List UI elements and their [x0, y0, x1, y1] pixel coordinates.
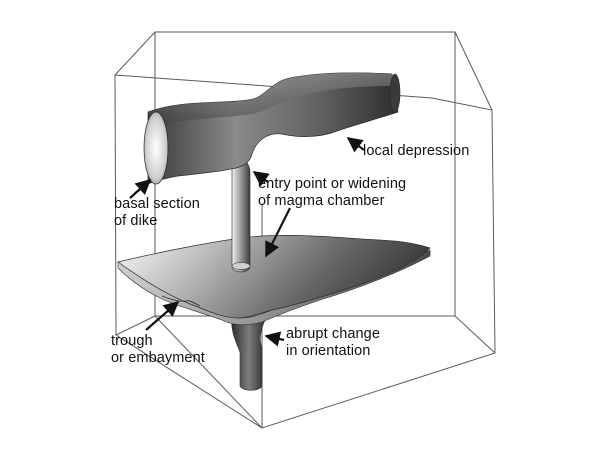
upper-dike — [143, 72, 401, 185]
label-entry-point: entry point or widening of magma chamber — [258, 176, 406, 210]
box-edge — [154, 315, 263, 429]
label-basal-section: basal section of dike — [114, 196, 200, 230]
arrow-entry-point-lower — [265, 207, 291, 258]
lower-dike — [231, 315, 267, 391]
arrow-trough — [145, 300, 180, 331]
box-edge — [454, 315, 496, 354]
label-trough-line-2: or embayment — [111, 350, 205, 366]
label-abrupt-change: abrupt change in orientation — [286, 326, 380, 360]
sill — [117, 235, 431, 326]
label-basal-section-line-2: of dike — [114, 213, 158, 229]
box-edge — [114, 31, 156, 76]
upper-dike-right-end — [389, 73, 401, 113]
feeder-stem — [231, 157, 251, 273]
sill-trough — [161, 295, 201, 307]
label-trough: trough or embayment — [111, 333, 205, 367]
arrow-entry-point-upper — [252, 171, 270, 187]
box-edge — [454, 31, 493, 111]
lower-dike-body — [231, 315, 267, 391]
arrow-basal-section — [129, 178, 152, 199]
arrow-local-depression — [346, 137, 365, 153]
label-abrupt-change-line-2: in orientation — [286, 343, 371, 359]
label-local-depression: local depression — [363, 143, 469, 160]
feeder-stem-base — [231, 262, 251, 270]
box-edge — [115, 315, 156, 336]
label-entry-point-line-1: entry point or widening — [258, 176, 407, 192]
upper-dike-top-shading — [148, 72, 394, 126]
label-entry-point-line-2: of magma chamber — [258, 193, 385, 209]
feeder-stem-body — [231, 157, 251, 273]
label-trough-line-1: trough — [111, 333, 153, 349]
label-local-depression-line-1: local depression — [363, 143, 470, 159]
arrow-abrupt-change — [264, 331, 285, 347]
label-basal-section-line-1: basal section — [114, 196, 200, 212]
leader-arrows — [129, 137, 365, 347]
upper-dike-end-cap — [143, 111, 169, 185]
upper-dike-body — [147, 72, 399, 185]
label-abrupt-change-line-1: abrupt change — [286, 326, 381, 342]
